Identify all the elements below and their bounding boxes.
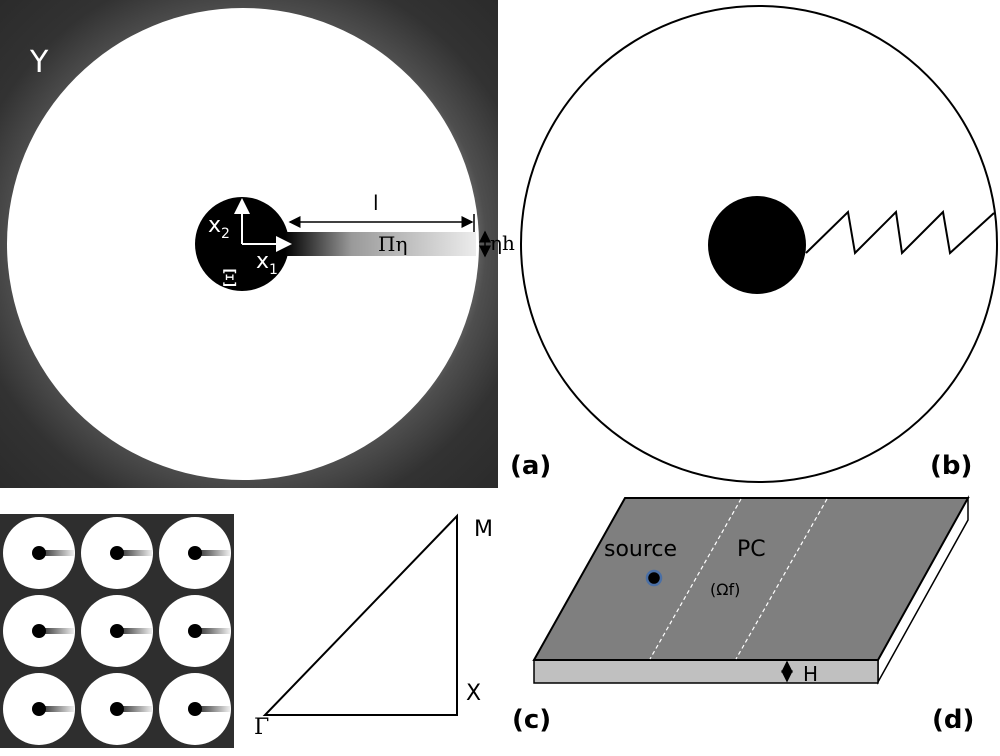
pc-boundary-right [735,498,828,660]
vertex-gamma-label: Γ [254,715,269,740]
source-point [645,569,663,587]
thickness-label: ηh [490,231,515,255]
lattice-cell [81,673,153,745]
lattice-cell [3,517,75,589]
inclusion-label: Ξ [222,267,237,292]
channel [285,232,476,256]
x2-axis-label: x2 [208,213,230,242]
panel-d-label: (d) [932,705,974,735]
brillouin-zone-triangle [262,513,458,716]
lattice-cell [159,673,231,745]
panel-b-label: (b) [930,451,972,481]
lattice-cell [3,673,75,745]
pc-label: PC [737,537,766,562]
x1-axis-label: x1 [256,249,278,278]
plate-top [532,497,970,661]
spring-zigzag [805,209,995,256]
lattice-cell [81,517,153,589]
panel-b: (b) [520,5,998,483]
panel-a-label: (a) [510,451,551,481]
vertex-m-label: M [474,517,493,542]
panel-d: source PC (Ωf) H (d) [532,495,974,735]
panel-c-label: (c) [512,705,551,735]
vertex-x-label: X [466,681,481,706]
panel-a: x2 x1 Ξ l Πη ηh Y (a) [0,0,551,488]
lattice-cell [159,595,231,667]
source-label: source [604,537,677,562]
channel-label: Πη [378,232,407,256]
domain-label: Y [29,45,49,80]
height-label: H [803,662,818,686]
panel-c: Γ X M (c) [0,513,551,748]
omega-label: (Ωf) [710,580,740,599]
lattice-cell [3,595,75,667]
lattice-cell [159,517,231,589]
pc-boundary-left [649,498,742,660]
lattice-cell [81,595,153,667]
plate-side-front [533,659,879,684]
mass-disk [708,196,806,294]
length-label: l [373,191,379,215]
